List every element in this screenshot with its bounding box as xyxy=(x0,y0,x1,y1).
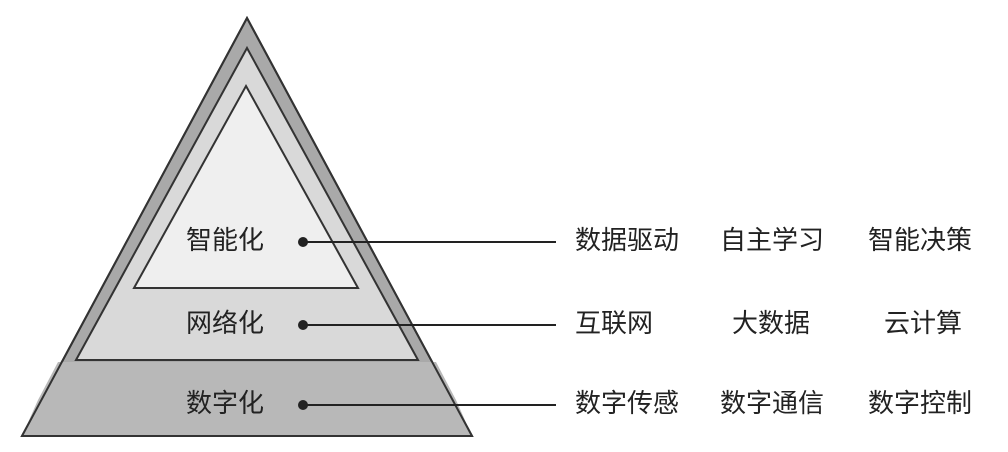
connector-network xyxy=(298,320,556,330)
layer-label-network: 网络化 xyxy=(186,309,265,339)
pyramid-outline xyxy=(20,15,474,437)
item-digital-sensing: 数字传感 xyxy=(575,389,680,419)
connector-smart xyxy=(298,237,556,247)
item-data-driven: 数据驱动 xyxy=(575,226,680,256)
item-digital-communication: 数字通信 xyxy=(720,389,825,419)
connector-digital xyxy=(298,400,556,410)
item-digital-control: 数字控制 xyxy=(868,389,973,419)
item-cloud-computing: 云计算 xyxy=(884,309,963,339)
layer-label-digital: 数字化 xyxy=(186,389,265,419)
item-intelligent-decision: 智能决策 xyxy=(868,226,973,256)
item-internet: 互联网 xyxy=(575,309,654,339)
item-autonomous-learning: 自主学习 xyxy=(720,226,825,256)
item-big-data: 大数据 xyxy=(732,309,811,339)
pyramid-bottom-layer xyxy=(22,362,472,436)
layer-label-smart: 智能化 xyxy=(186,226,265,256)
